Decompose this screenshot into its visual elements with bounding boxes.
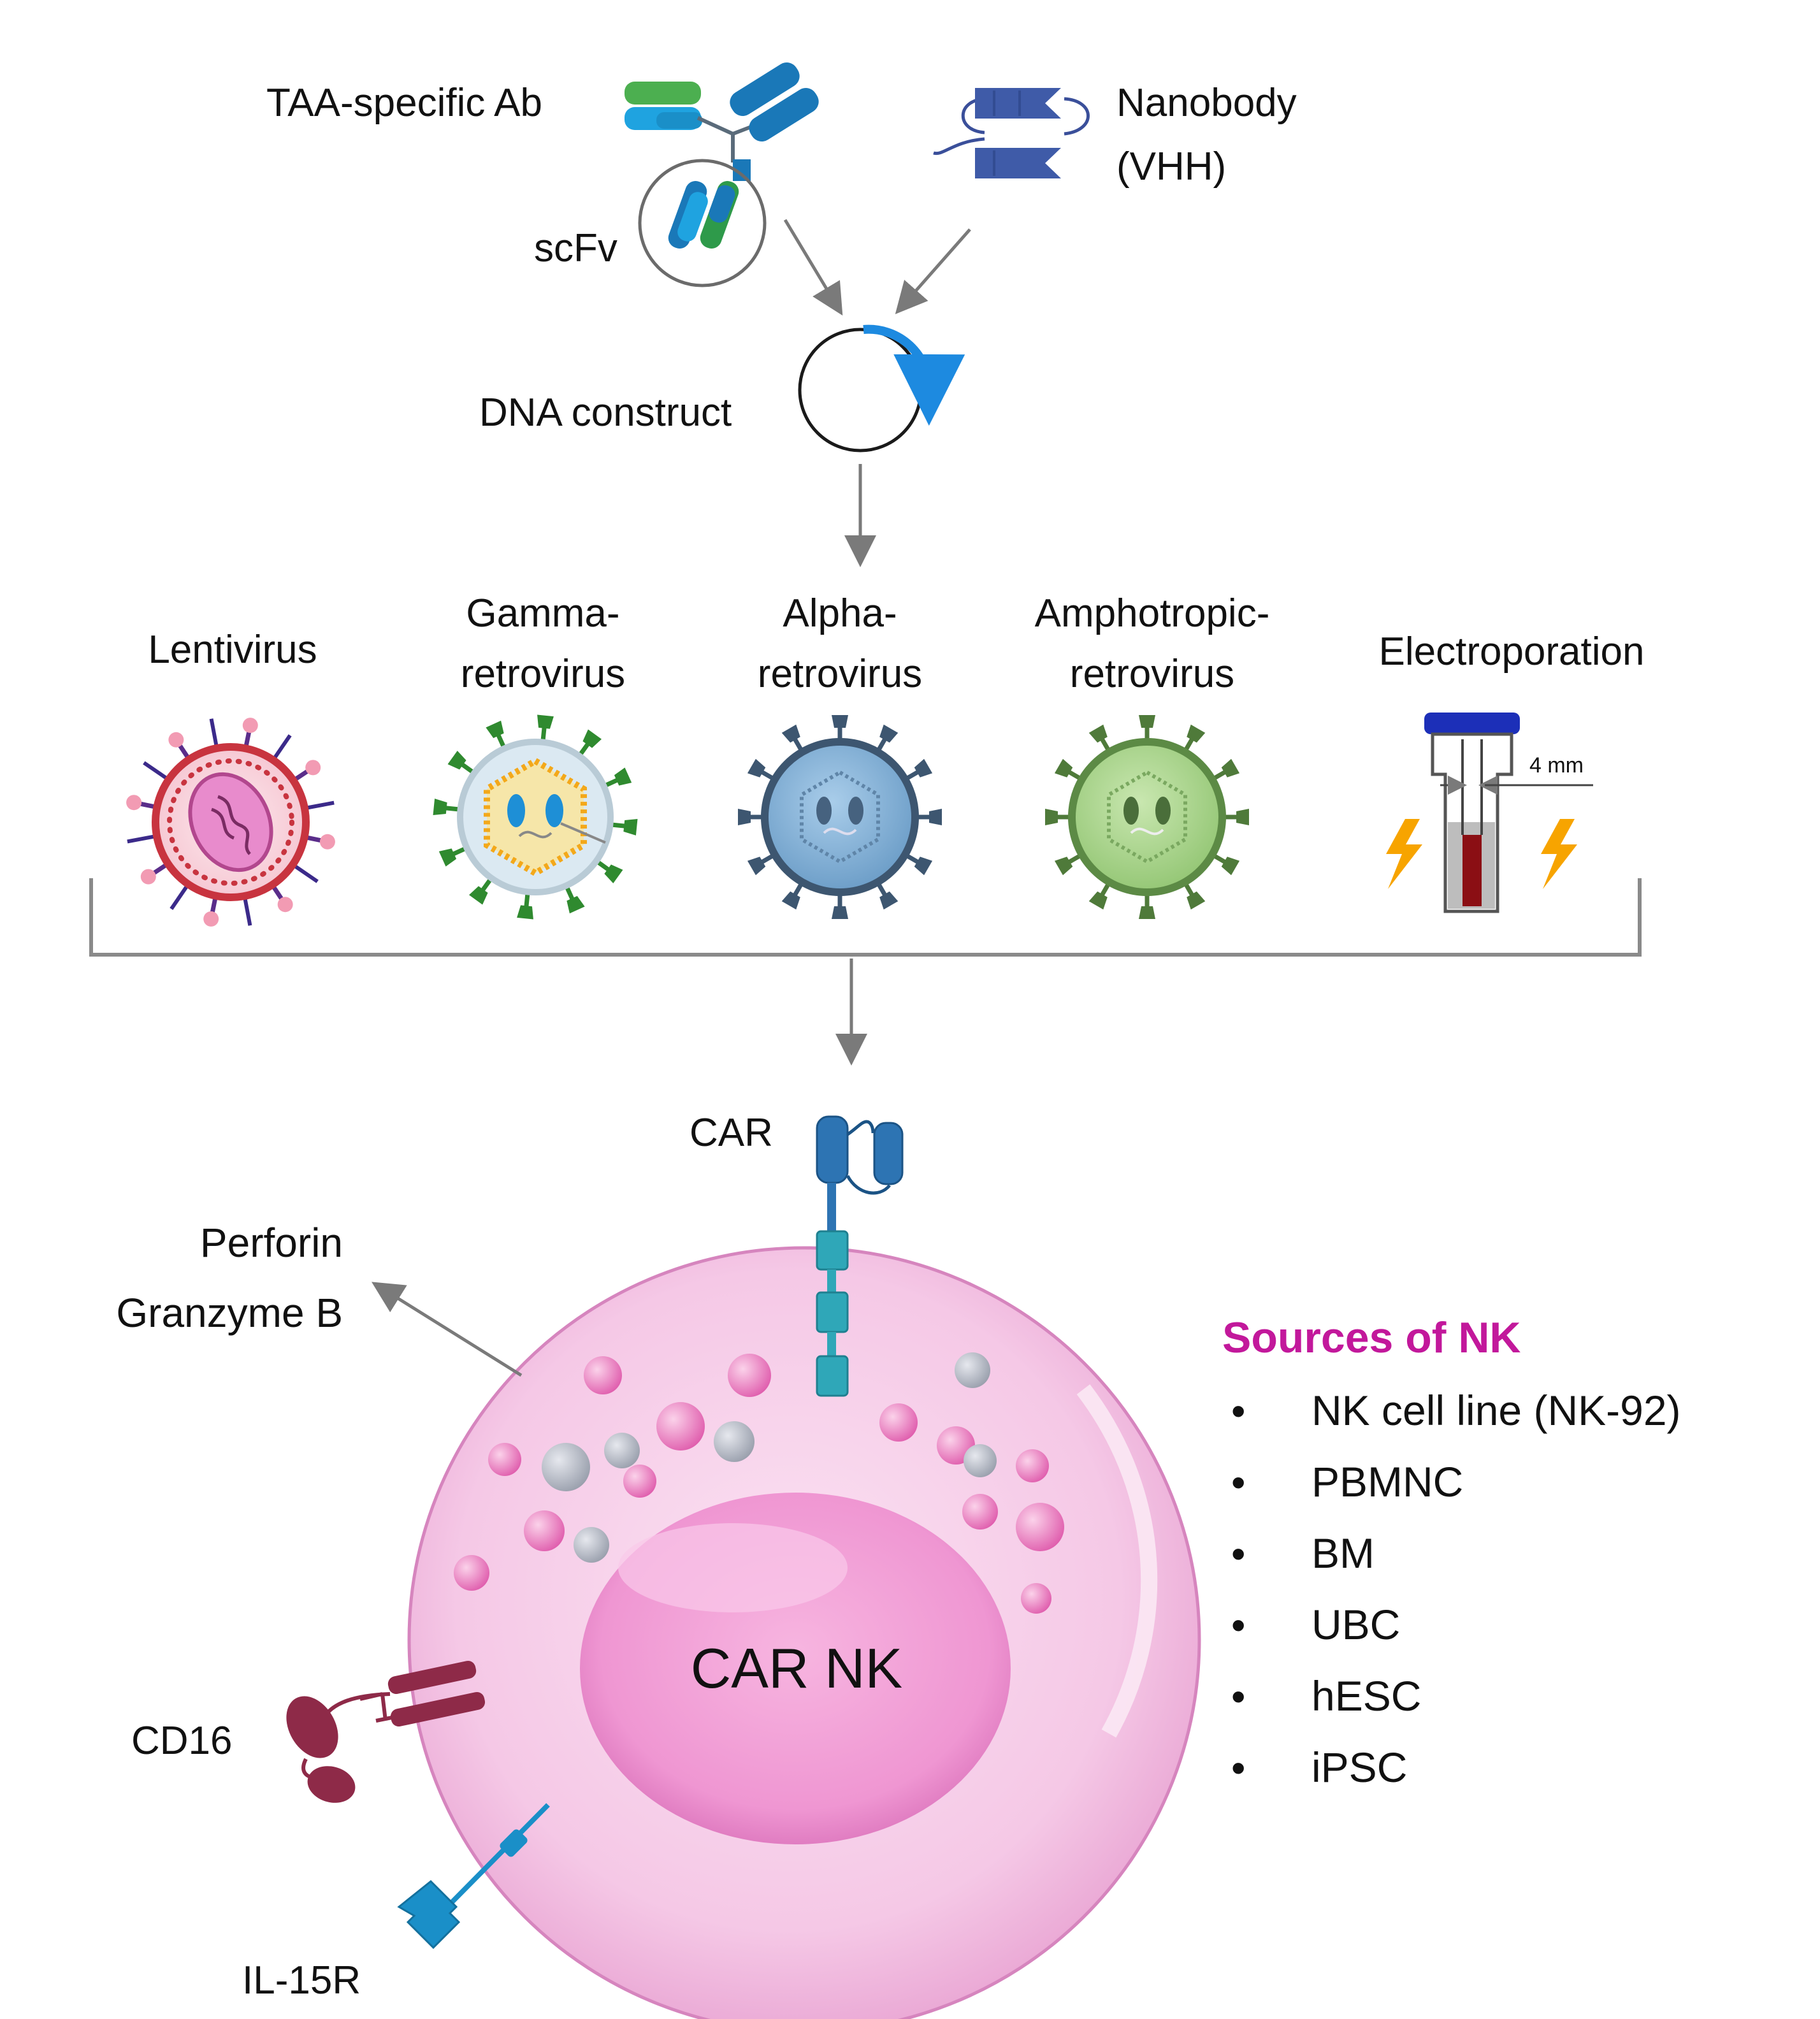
lentivirus-icon xyxy=(126,718,335,927)
il15r-receptor-icon xyxy=(397,1803,550,1950)
method-label-amphotropic-2: retrovirus xyxy=(1070,652,1234,696)
granule-pink xyxy=(879,1403,918,1442)
cell-highlight xyxy=(1076,1384,1158,1738)
granule-pink xyxy=(656,1402,705,1451)
dna-construct-label: DNA construct xyxy=(479,391,732,435)
source-bullet: • xyxy=(1231,1459,1245,1505)
granule-pink xyxy=(623,1465,656,1498)
sources-list: • NK cell line (NK-92) • PBMNC • BM • UBC • hESC •… xyxy=(1231,1387,1681,1791)
granule-pink xyxy=(1016,1503,1064,1551)
nanobody-label-line1: Nanobody xyxy=(1116,81,1297,125)
granule-pink xyxy=(584,1356,622,1394)
cd16-label: CD16 xyxy=(131,1719,233,1763)
electroporation-cuvette-icon xyxy=(1386,713,1593,913)
source-item: BM xyxy=(1311,1530,1375,1577)
sources-title: Sources of NK xyxy=(1222,1313,1521,1362)
granule-gray xyxy=(574,1527,609,1563)
granzyme-label: Granzyme B xyxy=(116,1290,343,1336)
amphotropic-retrovirus-icon xyxy=(1045,715,1249,919)
car-nk-label: CAR NK xyxy=(691,1637,903,1700)
method-label-alpha-1: Alpha- xyxy=(783,591,897,635)
granule-gray xyxy=(714,1421,755,1462)
method-label-gamma-1: Gamma- xyxy=(466,591,619,635)
cd16-receptor-icon xyxy=(286,1660,486,1803)
source-item: hESC xyxy=(1311,1672,1421,1719)
car-receptor-icon xyxy=(816,1115,904,1397)
car-label: CAR xyxy=(690,1111,773,1155)
nanobody-icon xyxy=(933,88,1090,178)
granule-pink xyxy=(728,1354,771,1397)
granule-pink xyxy=(524,1510,565,1551)
method-label-amphotropic-1: Amphotropic- xyxy=(1035,591,1270,635)
scfv-circle xyxy=(638,159,767,287)
antibody-label: TAA-specific Ab xyxy=(266,81,542,125)
granule-gray xyxy=(604,1433,640,1468)
dna-plasmid-icon xyxy=(798,328,923,452)
methods-bracket xyxy=(89,878,1642,957)
alpharetrovirus-icon xyxy=(738,715,942,919)
granule-gray xyxy=(964,1444,997,1477)
source-bullet: • xyxy=(1231,1674,1245,1719)
scfv-icon xyxy=(668,181,739,249)
source-bullet: • xyxy=(1231,1745,1245,1791)
granule-gray xyxy=(542,1443,590,1491)
arrow-nanobody-to-dna xyxy=(895,228,971,315)
granule-pink xyxy=(454,1555,489,1591)
granule-pink xyxy=(1016,1449,1049,1482)
method-label-alpha-2: retrovirus xyxy=(758,652,922,696)
gammaretrovirus-icon xyxy=(433,714,638,920)
granule-pink xyxy=(962,1494,998,1530)
nucleus-highlight xyxy=(618,1523,848,1612)
dna-insert-arrow xyxy=(863,324,965,426)
method-label-lentivirus: Lentivirus xyxy=(148,628,317,672)
source-item: NK cell line (NK-92) xyxy=(1311,1387,1681,1434)
granule-pink xyxy=(488,1443,521,1476)
cuvette-gap-label: 4 mm xyxy=(1529,753,1584,778)
arrow-secretion xyxy=(372,1282,523,1377)
source-bullet: • xyxy=(1231,1388,1245,1434)
source-item: UBC xyxy=(1311,1601,1400,1648)
il15r-label: IL-15R xyxy=(242,1958,361,2002)
nanobody-label-line2: (VHH) xyxy=(1116,145,1226,189)
method-label-electroporation: Electroporation xyxy=(1378,630,1644,674)
arrow-scfv-to-dna xyxy=(783,219,843,316)
source-item: PBMNC xyxy=(1311,1458,1463,1505)
antibody-icon xyxy=(625,62,819,181)
source-bullet: • xyxy=(1231,1602,1245,1648)
granule-gray xyxy=(955,1352,990,1388)
source-item: iPSC xyxy=(1311,1744,1407,1791)
source-bullet: • xyxy=(1231,1531,1245,1577)
method-label-gamma-2: retrovirus xyxy=(461,652,625,696)
granule-cluster xyxy=(454,1352,1064,1614)
scfv-label: scFv xyxy=(534,226,618,270)
perforin-label: Perforin xyxy=(200,1220,343,1266)
granule-pink xyxy=(1021,1583,1051,1614)
